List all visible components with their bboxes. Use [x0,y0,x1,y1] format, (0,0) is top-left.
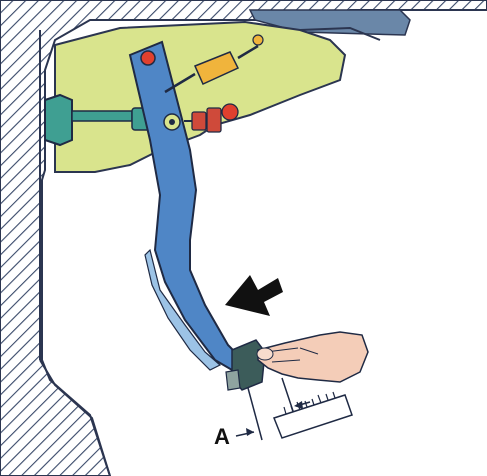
measuring-ruler-icon [235,377,353,441]
dimension-label-a: A [214,424,230,449]
pedal-bracket-icon [54,20,381,173]
push-direction-arrow-icon [225,275,283,316]
brake-light-switch-icon [184,103,239,133]
return-spring-icon [164,34,264,94]
hand-pressing-pedal-icon [256,331,369,383]
